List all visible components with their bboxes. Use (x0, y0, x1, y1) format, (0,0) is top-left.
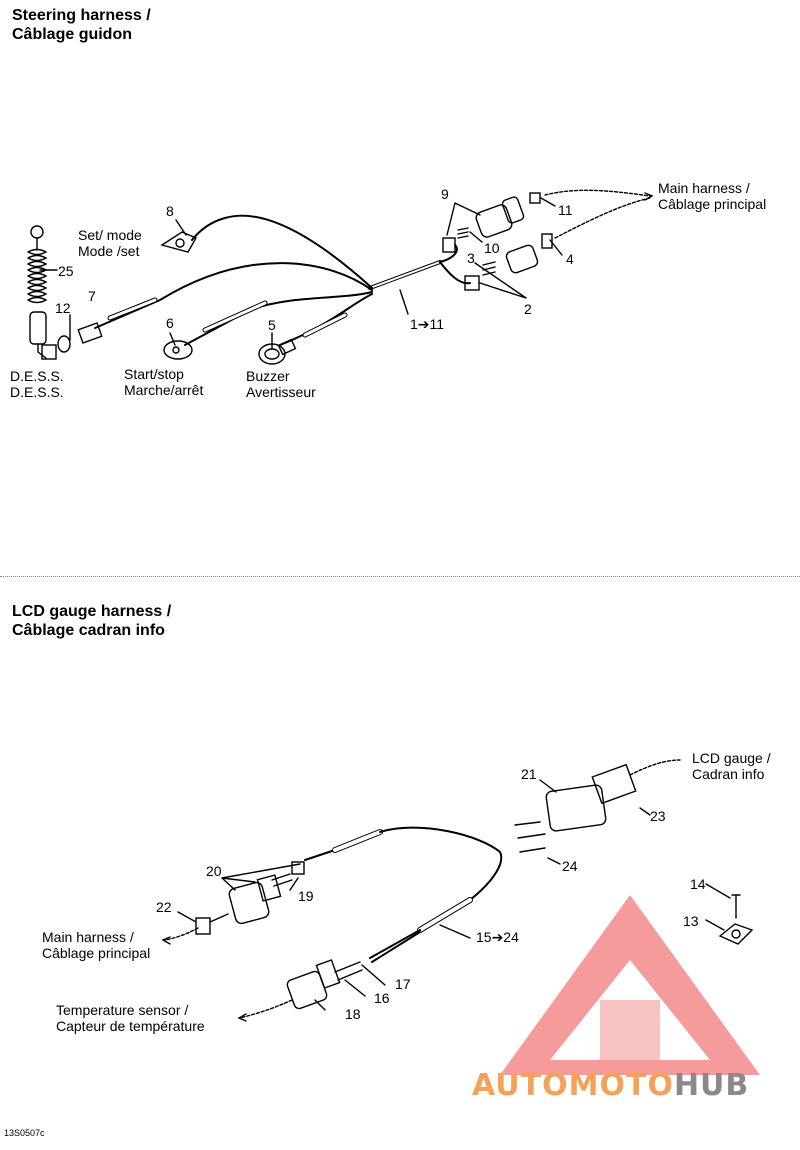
temp-sensor-en: Temperature sensor / (56, 1002, 189, 1018)
lcd-title-en: LCD gauge harness / (12, 603, 172, 620)
connector-9b (475, 204, 513, 238)
set-mode-en: Set/ mode (78, 227, 142, 243)
callout-16: 16 (374, 990, 390, 1006)
start-stop-label: Start/stop Marche/arrêt (124, 366, 203, 398)
buzzer-fr: Avertisseur (246, 384, 316, 400)
set-mode-fr: Mode /set (78, 243, 140, 259)
steering-title-fr: Câblage guidon (12, 26, 132, 43)
connector-2 (464, 275, 480, 291)
lcd-main-harness-label: Main harness / Câblage principal (42, 929, 150, 961)
callout-10: 10 (484, 240, 500, 256)
callout-18: 18 (345, 1006, 361, 1022)
buzzer-en: Buzzer (246, 368, 290, 384)
gauge-connector (545, 784, 607, 832)
callout-2: 2 (524, 301, 532, 317)
callout-14: 14 (690, 876, 706, 892)
watermark-moto: MOTO (568, 1068, 674, 1103)
watermark-hub: HUB (673, 1068, 750, 1103)
main-harness-label: Main harness / Câblage principal (658, 180, 766, 212)
lcd-gauge-fr: Cadran info (692, 766, 765, 782)
steering-title: Steering harness / Câblage guidon (12, 6, 151, 44)
wire-start-stop (184, 291, 373, 346)
callout-5: 5 (268, 317, 276, 333)
callout-15-24: 15➔24 (476, 929, 519, 945)
connector-9a (442, 237, 456, 253)
steering-title-en: Steering harness / (12, 7, 151, 24)
lcd-gauge-en: LCD gauge / (692, 750, 771, 766)
callout-24: 24 (562, 858, 578, 874)
dess-ring (30, 225, 44, 239)
main-harness-fr: Câblage principal (658, 196, 767, 212)
callout-19: 19 (298, 888, 314, 904)
screw (731, 894, 741, 919)
temp-sensor-label: Temperature sensor / Capteur de températ… (56, 1002, 205, 1034)
callout-22: 22 (156, 899, 172, 915)
watermark-text: AUTOMOTOHUB (472, 1068, 749, 1103)
callout-23: 23 (650, 808, 666, 824)
lcd-main-harness-en: Main harness / (42, 929, 134, 945)
callout-17: 17 (395, 976, 411, 992)
dess-cap (29, 311, 47, 345)
start-stop-en: Start/stop (124, 366, 184, 382)
start-stop-fr: Marche/arrêt (124, 382, 204, 398)
dess-fr: D.E.S.S. (10, 384, 64, 400)
dess-nut (57, 335, 71, 353)
connector-3 (505, 244, 539, 274)
callout-8: 8 (166, 203, 174, 219)
callout-1-11: 1➔11 (410, 316, 445, 332)
callout-3: 3 (467, 250, 475, 266)
callout-20: 20 (206, 863, 222, 879)
callout-11: 11 (558, 202, 573, 218)
wire-set-mode (191, 214, 373, 289)
watermark-auto: AUTO (472, 1068, 569, 1103)
buzzer-label: Buzzer Avertisseur (246, 368, 316, 400)
callout-6: 6 (166, 315, 174, 331)
connector-20 (228, 881, 270, 925)
callout-21: 21 (521, 766, 537, 782)
temp-connector (286, 970, 328, 1010)
start-stop-switch (163, 340, 193, 360)
callout-25: 25 (58, 263, 74, 279)
wire-dess (94, 262, 373, 329)
dess-label: D.E.S.S. D.E.S.S. (10, 368, 64, 400)
lcd-gauge-label: LCD gauge / Cadran info (692, 750, 771, 782)
diagram-code: 13S0507c (4, 1128, 45, 1138)
lcd-title: LCD gauge harness / Câblage cadran info (12, 602, 171, 640)
callout-9: 9 (441, 186, 449, 202)
set-mode-label: Set/ mode Mode /set (78, 227, 142, 259)
callout-7: 7 (88, 288, 96, 304)
set-mode-switch (160, 231, 197, 253)
part-22 (195, 917, 211, 935)
plate (718, 923, 754, 945)
watermark-logo (500, 895, 760, 1075)
dess-post (77, 322, 103, 344)
callout-13: 13 (683, 913, 699, 929)
lcd-main-harness-fr: Câblage principal (42, 945, 151, 961)
seal-19 (291, 861, 305, 875)
wire-buzzer (279, 293, 373, 346)
dess-en: D.E.S.S. (10, 368, 64, 384)
callout-4: 4 (566, 251, 574, 267)
temp-sensor-fr: Capteur de température (56, 1018, 205, 1034)
lcd-title-fr: Câblage cadran info (12, 622, 165, 639)
coiled-cord (27, 248, 48, 304)
main-harness-en: Main harness / (658, 180, 750, 196)
gauge-seal (591, 763, 637, 805)
callout-12: 12 (55, 300, 71, 316)
section-divider (0, 576, 800, 577)
